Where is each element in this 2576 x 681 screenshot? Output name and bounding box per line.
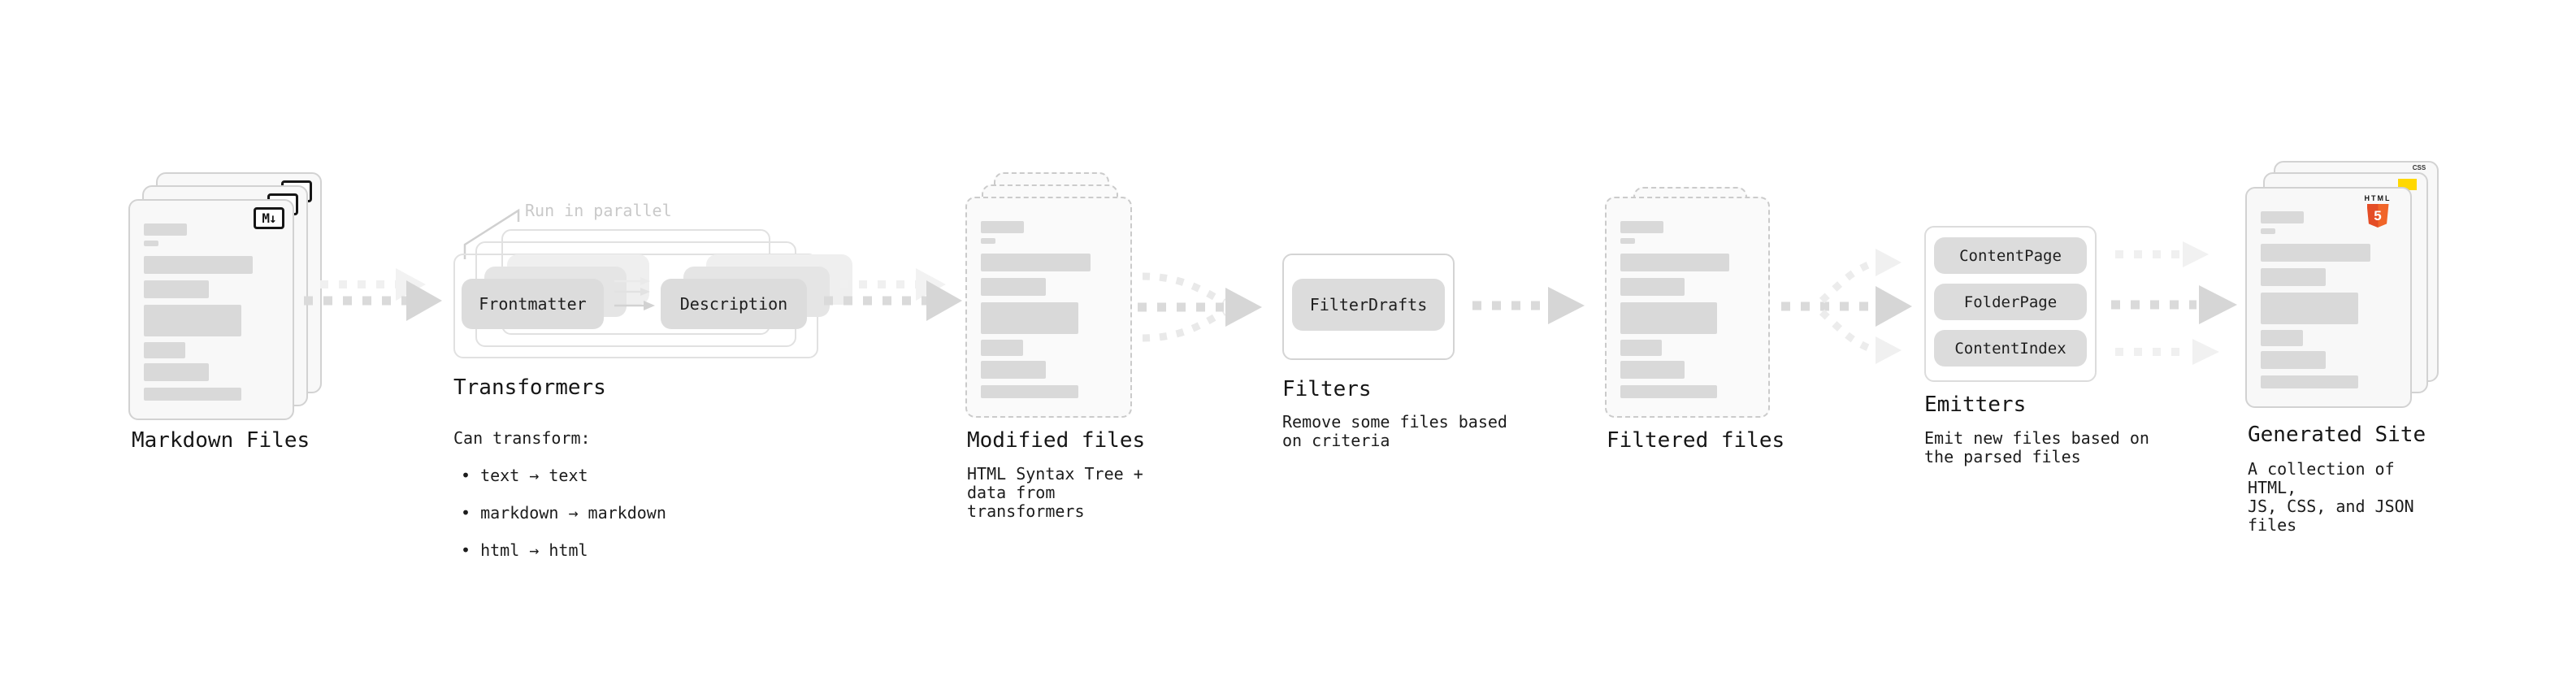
skeleton-line <box>144 241 159 246</box>
skeleton-line <box>1620 302 1717 334</box>
node-description: HTML Syntax Tree + data from transformer… <box>967 464 1143 521</box>
filtered-file-card-front <box>1605 197 1770 418</box>
skeleton-line <box>2261 228 2276 234</box>
node-description: Can transform: • text → text • markdown … <box>453 410 666 579</box>
node-transformers: Run in parallel Frontmatter Description … <box>453 199 852 560</box>
skeleton-line <box>1620 238 1636 244</box>
skeleton-line <box>981 221 1025 233</box>
dashed-arrow-icon <box>304 268 442 321</box>
skeleton-line <box>144 305 241 336</box>
desc-title: Can transform: <box>453 428 591 448</box>
skeleton-line <box>144 363 209 381</box>
callout-line-icon <box>463 208 520 259</box>
description-box: Description <box>661 279 807 329</box>
node-markdown-files: M↓ M↓ M↓ Markdown Files <box>128 172 332 457</box>
skeleton-line <box>2261 268 2327 286</box>
node-filters: FilterDrafts Filters Remove some files b… <box>1282 254 1526 481</box>
html5-icon: HTML 5 <box>2355 194 2400 228</box>
skeleton-line <box>981 340 1023 356</box>
modified-file-card-front <box>965 197 1132 418</box>
contentpage-box: ContentPage <box>1934 237 2087 274</box>
branch-arrow-icon <box>1781 249 1912 364</box>
node-label: Markdown Files <box>132 428 310 453</box>
folderpage-box: FolderPage <box>1934 284 2087 320</box>
node-emitters: ContentPage FolderPage ContentIndex Emit… <box>1924 226 2168 494</box>
skeleton-line <box>144 342 186 358</box>
node-modified-files: Modified files HTML Syntax Tree + data f… <box>965 172 1160 521</box>
contentindex-box: ContentIndex <box>1934 330 2087 367</box>
parallel-arrows-icon <box>614 277 655 310</box>
skeleton-line <box>2261 351 2327 369</box>
document-skeleton-lines <box>981 198 1117 416</box>
skeleton-line <box>1620 221 1663 233</box>
desc-item: • text → text <box>461 466 588 485</box>
skeleton-line <box>2261 375 2359 388</box>
html-file-card-front: HTML 5 <box>2245 187 2412 408</box>
node-label: Modified files <box>967 428 1146 453</box>
node-description: Emit new files based on the parsed files <box>1924 428 2149 466</box>
skeleton-line <box>981 254 1091 271</box>
skeleton-line <box>1620 385 1717 398</box>
skeleton-line <box>981 385 1079 398</box>
node-description: A collection of HTML, JS, CSS, and JSON … <box>2248 459 2414 535</box>
merge-arrow-icon <box>1138 272 1262 342</box>
skeleton-line <box>2261 330 2303 346</box>
skeleton-line <box>144 280 209 298</box>
document-skeleton-lines <box>144 201 279 419</box>
skeleton-line <box>2261 211 2305 223</box>
skeleton-line <box>144 256 254 274</box>
desc-item: • markdown → markdown <box>461 503 666 523</box>
skeleton-line <box>144 223 188 236</box>
skeleton-line <box>981 238 996 244</box>
node-description: Remove some files based on criteria <box>1282 412 1507 450</box>
skeleton-line <box>981 361 1047 379</box>
node-label: Filtered files <box>1607 428 1785 453</box>
node-label: Generated Site <box>2248 423 2426 447</box>
frontmatter-box: Frontmatter <box>462 279 604 329</box>
skeleton-line <box>981 302 1079 334</box>
markdown-file-card-front: M↓ <box>128 199 294 420</box>
css-icon: CSS <box>2412 164 2426 171</box>
skeleton-line <box>1620 340 1663 356</box>
desc-item: • html → html <box>461 540 588 560</box>
markdown-icon: M↓ <box>254 207 284 229</box>
dashed-arrow-icon <box>1472 287 1585 324</box>
dashed-arrow-icon <box>824 268 962 321</box>
document-skeleton-lines <box>2261 189 2396 406</box>
html5-shield: 5 <box>2366 204 2389 228</box>
skeleton-line <box>144 388 241 401</box>
triple-dashed-arrow-icon <box>2111 241 2237 365</box>
node-filtered-files: Filtered files <box>1605 187 1800 463</box>
node-label: Emitters <box>1924 393 2027 417</box>
skeleton-line <box>2261 293 2359 324</box>
node-generated-site: CSS HTML 5 Generated Site A collection o… <box>2245 161 2448 535</box>
skeleton-line <box>1620 361 1685 379</box>
node-label: Filters <box>1282 377 1372 401</box>
skeleton-line <box>2261 244 2371 262</box>
run-in-parallel-annotation: Run in parallel <box>525 201 672 220</box>
document-skeleton-lines <box>1620 198 1754 416</box>
filterdrafts-box: FilterDrafts <box>1292 279 1445 331</box>
node-label: Transformers <box>453 375 606 400</box>
skeleton-line <box>1620 278 1685 296</box>
skeleton-line <box>981 278 1047 296</box>
skeleton-line <box>1620 254 1729 271</box>
